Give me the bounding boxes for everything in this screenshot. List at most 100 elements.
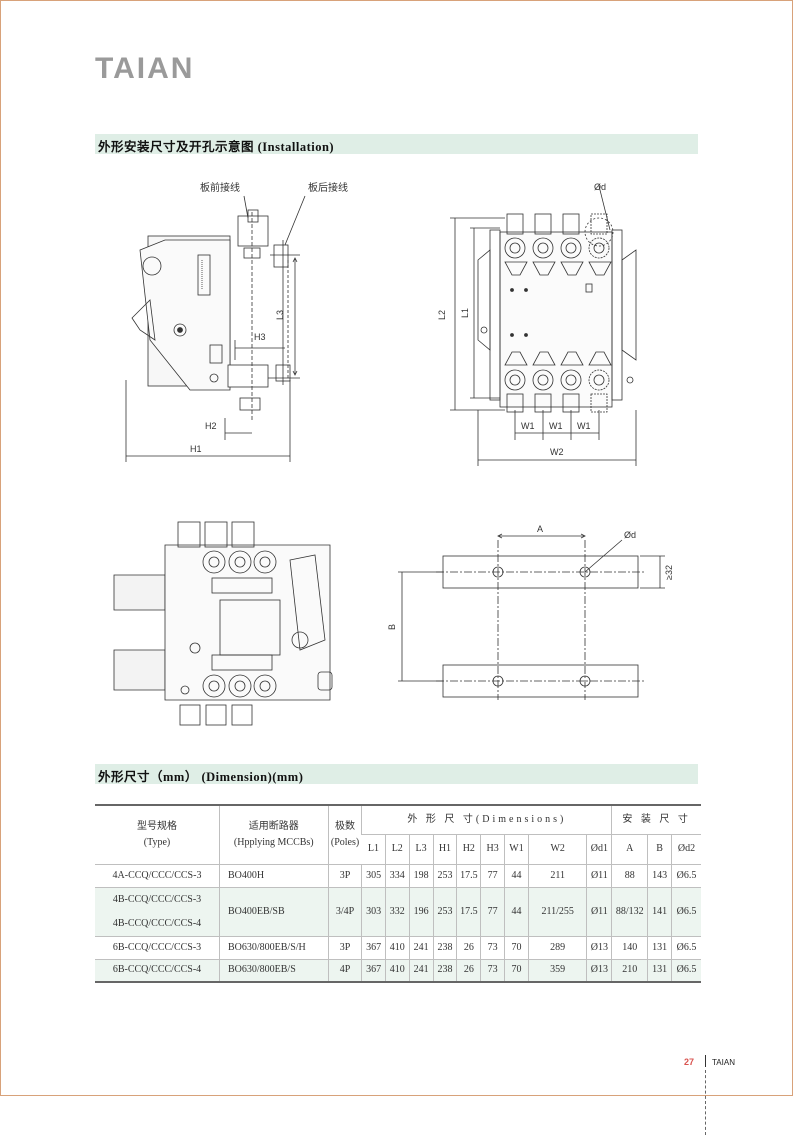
col-header: L2	[384, 833, 410, 864]
page-frame-left	[0, 0, 1, 1095]
footer-dashed-line	[705, 1070, 706, 1135]
cell-value: 70	[504, 958, 529, 983]
cell-mccb: BO630/800EB/S	[218, 958, 329, 983]
col-header: L3	[408, 833, 434, 864]
cell-type: 4A-CCQ/CCC/CCS-3	[95, 863, 220, 887]
header-type-cn: 型号规格	[136, 820, 177, 832]
cell-value: 26	[456, 935, 481, 959]
header-install: 安 装 尺 寸	[611, 804, 701, 834]
dim-H3-label: H3	[254, 332, 266, 342]
dim-L3-label: L3	[275, 310, 285, 320]
cell-value: 88	[611, 863, 648, 887]
front-wiring-label: 板前接线	[200, 181, 240, 194]
cell-type: 6B-CCQ/CCC/CCS-4	[95, 958, 220, 983]
header-poles: 极数 (Poles)	[327, 804, 362, 864]
cell-value: 131	[647, 958, 672, 983]
cell-value: 44	[504, 863, 529, 887]
section-installation-title: 外形安装尺寸及开孔示意图 (Installation)	[98, 140, 335, 154]
cell-value: 140	[611, 935, 648, 959]
dim-W2-label: W2	[550, 447, 564, 457]
footer-divider	[705, 1055, 706, 1067]
cell-type-line2: 4B-CCQ/CCC/CCS-4	[112, 917, 202, 929]
section-dimension-header: 外形尺寸（mm） (Dimension)(mm)	[95, 764, 698, 784]
cell-value: 253	[432, 886, 457, 936]
header-mccb-cn: 适用断路器	[248, 820, 299, 832]
cell-value: 211	[527, 863, 587, 887]
cell-type-line1: 4B-CCQ/CCC/CCS-3	[112, 893, 202, 905]
dim-H1-label: H1	[190, 444, 202, 454]
cell-value: 303	[361, 886, 386, 936]
section-dimension-title: 外形尺寸（mm） (Dimension)(mm)	[98, 770, 304, 784]
cell-value: 410	[384, 958, 410, 983]
footer-brand: TAIAN	[712, 1058, 735, 1067]
header-dimensions: 外 形 尺 寸(Dimensions)	[361, 804, 612, 834]
cell-value: 367	[361, 958, 386, 983]
col-header: L1	[361, 833, 386, 864]
cell-value: Ø11	[586, 886, 612, 936]
col-header: Ød2	[671, 833, 701, 864]
cell-value: 143	[647, 863, 672, 887]
cell-value: 73	[480, 958, 505, 983]
dim-W1-label-2: W1	[549, 421, 563, 431]
page-frame-top	[0, 0, 793, 1]
cell-value: 289	[527, 935, 587, 959]
dim-B-label: B	[387, 624, 397, 630]
dimension-table: 型号规格 (Type) 适用断路器 (Hpplying MCCBs) 极数 (P…	[95, 804, 701, 983]
section-installation-header: 外形安装尺寸及开孔示意图 (Installation)	[95, 134, 698, 154]
cell-type: 6B-CCQ/CCC/CCS-3	[95, 935, 220, 959]
table-row: 4B-CCQ/CCC/CCS-3 4B-CCQ/CCC/CCS-4 BO400E…	[95, 886, 701, 936]
col-header: H3	[480, 833, 505, 864]
header-mccb-en: (Hpplying MCCBs)	[233, 836, 314, 848]
rear-wiring-label: 板后接线	[308, 181, 348, 194]
dim-ge32-label: ≥32	[664, 565, 674, 580]
cell-mccb: BO400EB/SB	[218, 886, 329, 936]
dim-d-label-2: Ød	[624, 530, 636, 540]
header-columns-row: L1 L2 L3 H1 H2 H3 W1 W2 Ød1 A B Ød2	[95, 833, 701, 864]
cell-value: 305	[361, 863, 386, 887]
dim-d-label: Ød	[594, 182, 606, 192]
cell-mccb: BO630/800EB/S/H	[218, 935, 329, 959]
header-type: 型号规格 (Type)	[95, 804, 220, 864]
col-header: B	[647, 833, 672, 864]
cell-value: 73	[480, 935, 505, 959]
cell-value: 241	[408, 958, 434, 983]
header-poles-en: (Poles)	[330, 836, 360, 848]
page-frame-bottom	[0, 1095, 793, 1096]
cell-value: 77	[480, 863, 505, 887]
header-type-en: (Type)	[143, 836, 171, 848]
col-header: H2	[456, 833, 481, 864]
cell-value: 359	[527, 958, 587, 983]
cell-value: 241	[408, 935, 434, 959]
dim-H2-label: H2	[205, 421, 217, 431]
cell-value: 17.5	[456, 886, 481, 936]
col-header: H1	[432, 833, 457, 864]
dim-L2-label: L2	[437, 310, 447, 320]
page-number: 27	[684, 1057, 695, 1067]
cell-value: 44	[504, 886, 529, 936]
table-row: 4A-CCQ/CCC/CCS-3 BO400H 3P 305 334 198 2…	[95, 863, 701, 887]
cell-value: 26	[456, 958, 481, 983]
cell-value: Ø6.5	[671, 958, 701, 983]
cell-poles: 3/4P	[327, 886, 362, 936]
cell-value: 77	[480, 886, 505, 936]
cell-value: Ø11	[586, 863, 612, 887]
cell-value: 410	[384, 935, 410, 959]
table-row: 6B-CCQ/CCC/CCS-4 BO630/800EB/S 4P 367 41…	[95, 958, 701, 983]
cell-value: 131	[647, 935, 672, 959]
cell-mccb: BO400H	[218, 863, 329, 887]
dim-A-label: A	[537, 524, 543, 534]
cell-value: Ø13	[586, 935, 612, 959]
cell-poles: 3P	[327, 935, 362, 959]
drilling-template-drawing	[398, 533, 665, 700]
table-row: 6B-CCQ/CCC/CCS-3 BO630/800EB/S/H 3P 367 …	[95, 935, 701, 959]
cell-value: 70	[504, 935, 529, 959]
header-mccb: 适用断路器 (Hpplying MCCBs)	[218, 804, 329, 864]
cell-poles: 4P	[327, 958, 362, 983]
cell-value: 141	[647, 886, 672, 936]
col-header: Ød1	[586, 833, 612, 864]
cell-value: 88/132	[611, 886, 648, 936]
cell-value: 196	[408, 886, 434, 936]
cell-value: Ø6.5	[671, 935, 701, 959]
cell-value: Ø6.5	[671, 863, 701, 887]
col-header: A	[611, 833, 648, 864]
